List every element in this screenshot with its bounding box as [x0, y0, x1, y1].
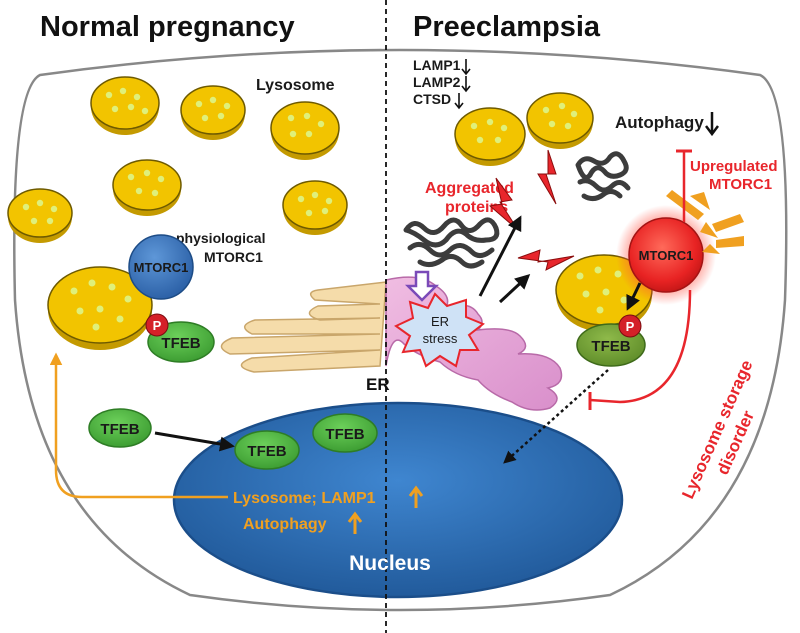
protein-aggregate: [575, 151, 631, 202]
lightning-bolt-icon: [517, 249, 575, 271]
tfeb-import-arrow: [154, 431, 235, 452]
lysosome-biogenesis-arrow: [49, 352, 228, 499]
phospho-badge: [618, 314, 642, 338]
physiological-label-1: physiological: [176, 230, 265, 246]
orange-arrow-icon: [702, 236, 744, 254]
lysosome: [270, 101, 340, 160]
ctsd-down-arrow: [454, 93, 464, 110]
lamp2-down-text: LAMP2: [413, 74, 461, 90]
tfeb-blocked-import-arrow: [503, 369, 609, 464]
mtorc1-pathologic-node: [628, 217, 704, 293]
lysosome: [454, 107, 526, 166]
er-stress-label-2: stress: [423, 331, 458, 346]
lysosome: [7, 188, 73, 243]
lamp2-down-arrow: [461, 76, 471, 93]
er-normal: [220, 281, 387, 373]
tfeb-nuclear: [312, 413, 378, 453]
lysosome: [112, 159, 182, 216]
stress-arrow: [478, 215, 522, 297]
mtorc1-normal-node: [128, 234, 194, 300]
aggregated-proteins-label-1: Aggregated: [425, 180, 514, 197]
mtorc1-pathologic-label: MTORC1: [639, 248, 694, 263]
lysosome: [282, 180, 348, 235]
storage-inhibition: [589, 289, 692, 404]
phospho-badge: [145, 313, 169, 337]
protein-aggregate: [403, 217, 500, 269]
er-label: ER: [366, 375, 390, 394]
tfeb-cytoplasm: [88, 408, 152, 448]
title-preeclampsia: Preeclampsia: [413, 11, 601, 43]
autophagy-down-text: Autophagy: [615, 113, 704, 132]
lamp1-down-arrow: [461, 59, 471, 76]
stress-arrow: [498, 273, 531, 304]
autophagy-down-arrow: [705, 112, 719, 137]
tfeb-nuclear: [234, 430, 300, 470]
tfeb-phospho-preeclampsia-label: TFEB: [591, 338, 630, 355]
lysosome: [90, 76, 160, 135]
mtorc1-to-tfeb-arrow: [626, 282, 642, 311]
er-stress-burst: [394, 292, 485, 368]
ctsd-down-text: CTSD: [413, 91, 451, 107]
lysosome-large: [47, 266, 153, 350]
lightning-bolt-icon: [537, 149, 557, 205]
tfeb-cytoplasm-label: TFEB: [100, 421, 139, 438]
autophagy-up-arrow: [347, 511, 363, 534]
physiological-label-2: MTORC1: [204, 249, 263, 265]
lamp1-down-text: LAMP1: [413, 57, 461, 73]
title-normal-pregnancy: Normal pregnancy: [40, 11, 295, 43]
upregulated-label-1: Upregulated: [690, 158, 778, 175]
lysosome-lamp1-text: Lysosome; LAMP1: [233, 490, 376, 507]
tfeb-phospho-normal-label: TFEB: [161, 335, 200, 352]
lysosome: [526, 92, 594, 149]
tfeb-nuclear-label: TFEB: [247, 443, 286, 460]
hollow-down-arrow-icon: [404, 270, 440, 302]
orange-arrow-icon: [700, 214, 744, 238]
er-stress-label-1: ER: [431, 314, 449, 329]
autophagy-up-text: Autophagy: [243, 516, 327, 533]
orange-arrow-icon: [666, 190, 710, 220]
upregulated-label-2: MTORC1: [709, 176, 772, 193]
lamp1-up-arrow: [408, 485, 424, 508]
lysosome-label: Lysosome: [256, 77, 335, 94]
phospho-badge-label: P: [626, 319, 635, 334]
nucleus-label: Nucleus: [349, 552, 431, 575]
mtorc1-normal-label: MTORC1: [134, 260, 189, 275]
aggregated-proteins-label-2: proteins: [445, 199, 508, 216]
phospho-badge-label: P: [153, 318, 162, 333]
tfeb-nuclear-label: TFEB: [325, 426, 364, 443]
lysosome: [180, 85, 246, 140]
